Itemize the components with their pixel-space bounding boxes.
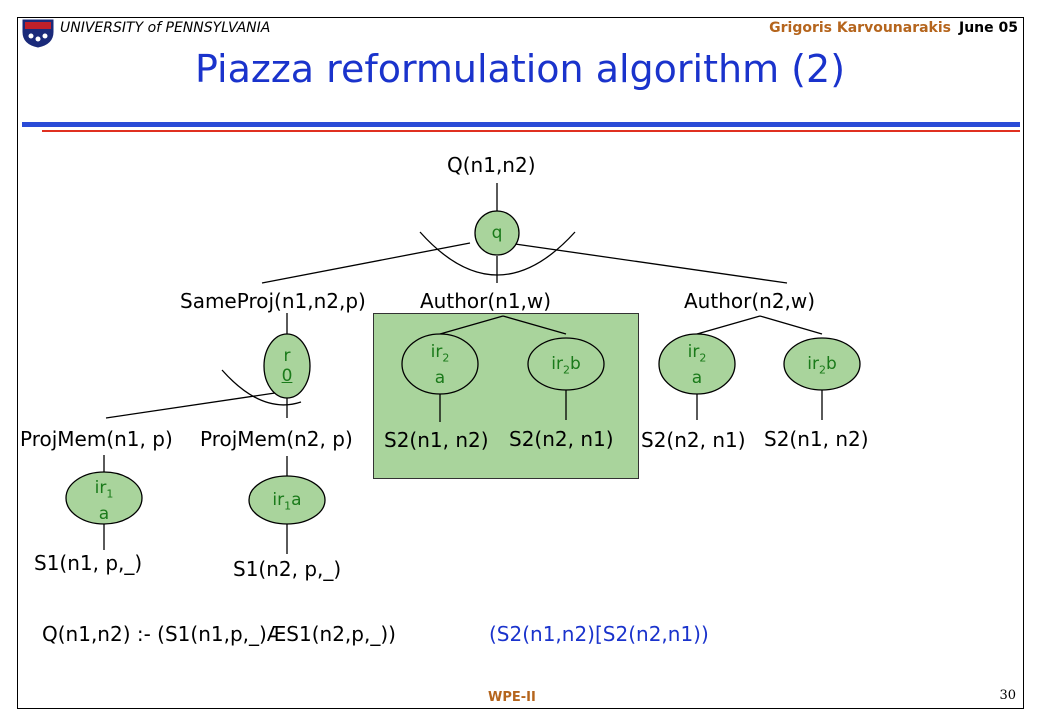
date: June 05 — [959, 20, 1018, 36]
source-s2-n1n2-left: S2(n1, n2) — [384, 428, 489, 452]
source-s1-n1: S1(n1, p,_) — [34, 551, 143, 575]
rule-ir2b-left: ir2b — [551, 354, 581, 377]
source-s1-n2: S1(n2, p,_) — [233, 557, 342, 581]
page-number: 30 — [999, 688, 1016, 703]
author1-goal: Author(n1,w) — [420, 289, 552, 313]
title-rule-red — [42, 130, 1020, 132]
author-name: Grigoris Karvounarakis — [769, 20, 951, 36]
reformulation-formula-part2: (S2(n1,n2)[S2(n2,n1)) — [489, 622, 709, 646]
title-rule-blue — [22, 122, 1020, 127]
source-s2-n2n1-left: S2(n2, n1) — [509, 427, 614, 451]
university-name: UNIVERSITY of PENNSYLVANIA — [60, 20, 271, 36]
sameproj-goal: SameProj(n1,n2,p) — [180, 289, 366, 313]
rule-ir2b-right: ir2b — [807, 354, 837, 377]
source-s2-n2n1-right: S2(n2, n1) — [641, 428, 746, 452]
rule-ir1a-right: ir1a — [272, 490, 302, 513]
slide-frame — [17, 17, 1024, 709]
author2-goal: Author(n2,w) — [684, 289, 816, 313]
reformulation-formula-part1: Q(n1,n2) :- (S1(n1,p,_)ÆS1(n2,p,_)) — [42, 622, 396, 646]
rule-q: q — [491, 223, 503, 243]
penn-shield-logo — [22, 19, 54, 48]
slide-title: Piazza reformulation algorithm (2) — [194, 47, 846, 91]
footer-label: WPE-II — [488, 690, 536, 705]
projmem2-goal: ProjMem(n2, p) — [200, 427, 353, 451]
root-query: Q(n1,n2) — [447, 153, 536, 177]
projmem1-goal: ProjMem(n1, p) — [20, 427, 173, 451]
author-date: Grigoris Karvounarakis June 05 — [769, 20, 1018, 36]
source-s2-n1n2-right: S2(n1, n2) — [764, 427, 869, 451]
